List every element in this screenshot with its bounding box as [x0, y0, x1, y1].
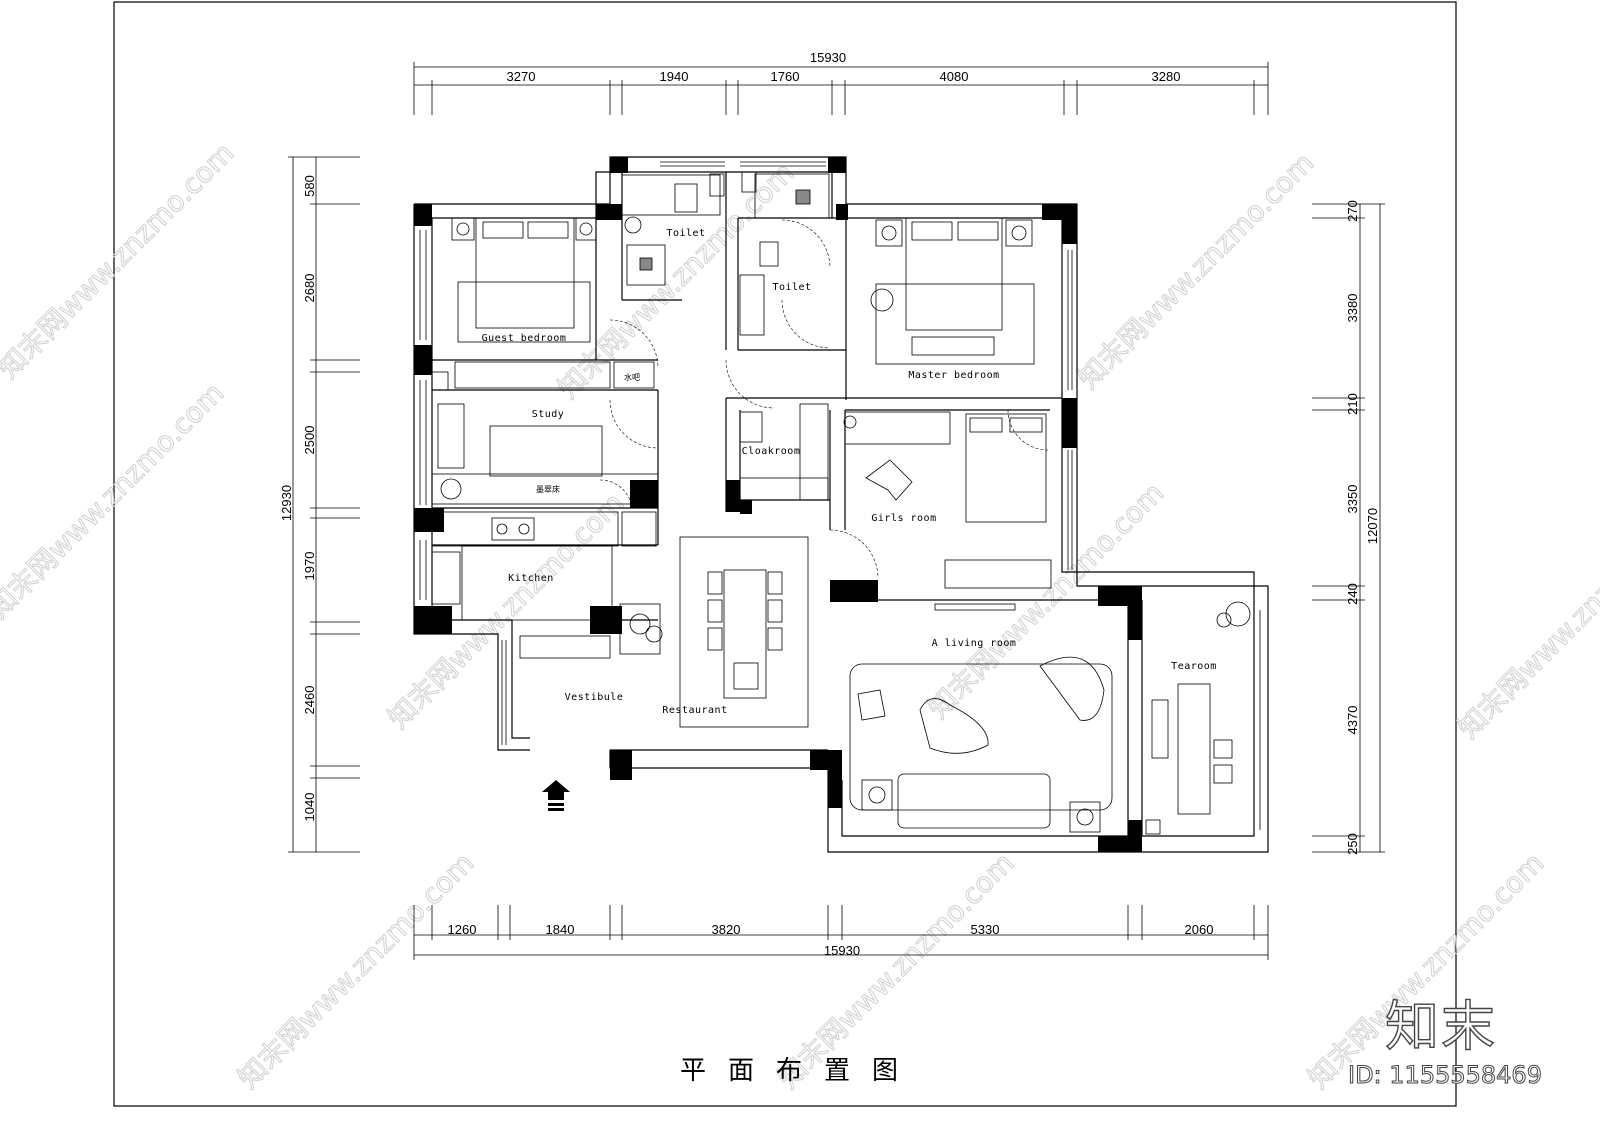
- dim-left-seg: 2680: [302, 274, 317, 303]
- room-label-tearoom: Tearoom: [1171, 661, 1217, 672]
- watermark-text: 知末网www.znzmo.com: [0, 376, 230, 625]
- wall-columns: [414, 157, 1142, 852]
- room-label-girls-room: Girls room: [871, 513, 936, 524]
- windows: [419, 161, 1261, 830]
- dim-bottom-seg: 3820: [712, 922, 741, 937]
- dim-top-seg: 3280: [1152, 69, 1181, 84]
- room-label-cloakroom: Cloakroom: [742, 446, 801, 457]
- watermark-text: 知末网www.znzmo.com: [552, 156, 801, 405]
- dim-bottom-seg: 1840: [546, 922, 575, 937]
- dimension-left: [288, 156, 360, 853]
- watermark-text: 知末网www.znzmo.com: [1072, 146, 1321, 395]
- room-label-restaurant: Restaurant: [662, 705, 727, 716]
- room-label-guest-bedroom: Guest bedroom: [482, 333, 567, 344]
- dim-bottom-seg: 1260: [448, 922, 477, 937]
- drawing-frame: [113, 1, 1457, 1107]
- room-label-toilet-1: Toilet: [666, 228, 705, 239]
- dim-right-seg: 270: [1345, 200, 1360, 222]
- dim-right-seg: 3350: [1345, 485, 1360, 514]
- watermark-text: 知末网www.znzmo.com: [0, 136, 240, 385]
- dimension-top: [413, 62, 1269, 115]
- dim-top-seg: 4080: [940, 69, 969, 84]
- dim-bottom-seg: 2060: [1185, 922, 1214, 937]
- dimension-bottom: [413, 905, 1269, 960]
- dim-left-seg: 2500: [302, 426, 317, 455]
- brand-logo: 知末: [1384, 994, 1497, 1058]
- entrance-arrow-icon: [542, 780, 570, 811]
- room-label-kitchen: Kitchen: [508, 573, 554, 584]
- dim-right-total: 12070: [1365, 508, 1380, 544]
- dim-top-total: 15930: [810, 50, 846, 65]
- dim-left-seg: 580: [302, 175, 317, 197]
- dim-right-seg: 250: [1345, 833, 1360, 855]
- dim-right-seg: 3380: [1345, 294, 1360, 323]
- dim-bottom-total: 15930: [824, 943, 860, 958]
- room-label-water-bar: 水吧: [624, 372, 640, 382]
- furniture: [431, 171, 1251, 835]
- dim-left-seg: 1970: [302, 552, 317, 581]
- dim-right-seg: 4370: [1345, 706, 1360, 735]
- room-label-vestibule: Vestibule: [565, 692, 624, 703]
- dim-left-seg: 2460: [302, 686, 317, 715]
- dim-top-seg: 1760: [771, 69, 800, 84]
- dim-top-seg: 1940: [660, 69, 689, 84]
- dim-top-seg: 3270: [507, 69, 536, 84]
- brand-id: ID: 1155558469: [1348, 1061, 1543, 1090]
- dim-left-seg: 1040: [302, 793, 317, 822]
- room-label-master-bedroom: Master bedroom: [908, 370, 999, 381]
- dim-left-total: 12930: [279, 485, 294, 521]
- room-label-toilet-2: Toilet: [772, 282, 811, 293]
- dim-right-seg: 240: [1345, 583, 1360, 605]
- dim-bottom-seg: 5330: [971, 922, 1000, 937]
- dim-right-seg: 210: [1345, 393, 1360, 415]
- drawing-title: 平面布置图: [679, 1056, 920, 1086]
- watermark-text: 知末网www.znzmo.com: [1452, 496, 1600, 745]
- door-swings: [599, 219, 1049, 579]
- dimension-right: [1312, 203, 1385, 853]
- room-label-living-room: A living room: [932, 638, 1017, 649]
- room-label-ink-bed: 墨翠床: [536, 484, 560, 494]
- room-label-study: Study: [532, 409, 565, 420]
